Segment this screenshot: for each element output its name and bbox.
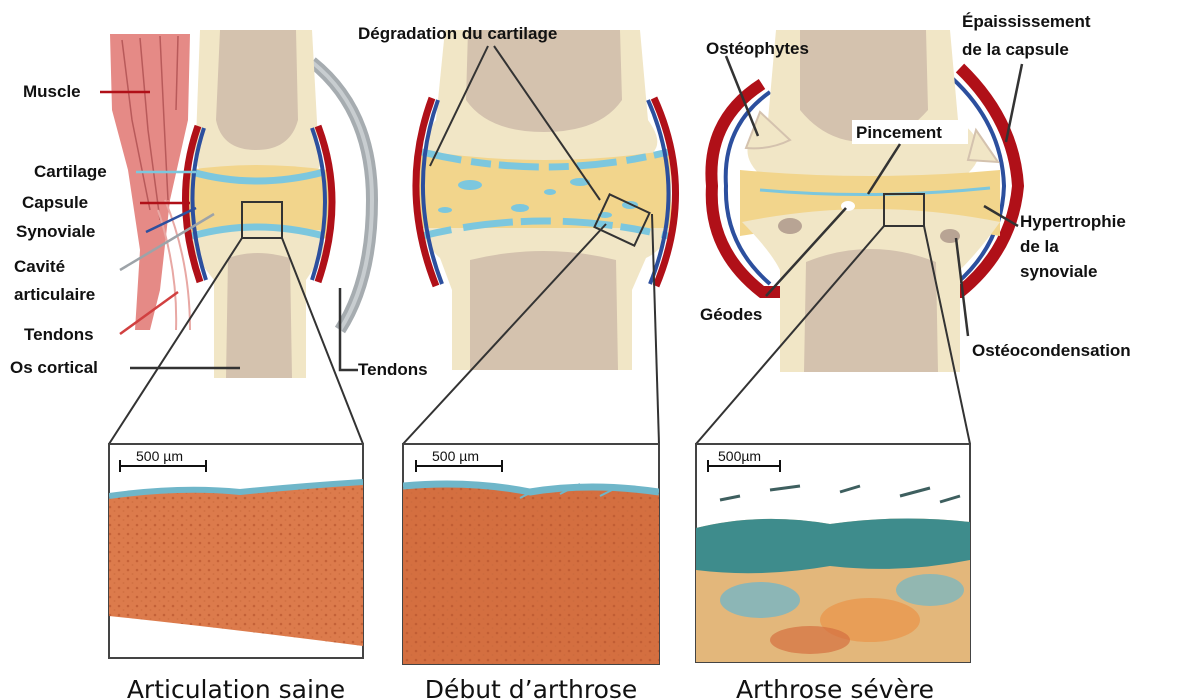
- scale-label-1: 500 µm: [136, 448, 183, 464]
- label-epaississement-2: de la capsule: [962, 40, 1069, 59]
- early-arthrosis-diagram: Dégradation du cartilage: [358, 24, 676, 444]
- caption-severe: Arthrose sévère: [736, 675, 934, 700]
- caption-early: Début d’arthrose: [425, 675, 638, 700]
- label-muscle: Muscle: [23, 82, 81, 101]
- label-osteocondensation: Ostéocondensation: [972, 341, 1131, 360]
- label-tendons-right: Tendons: [358, 360, 428, 379]
- geode-2: [778, 218, 802, 234]
- label-cartilage: Cartilage: [34, 162, 107, 181]
- scale-label-2: 500 µm: [432, 448, 479, 464]
- label-cavite-2: articulaire: [14, 285, 95, 304]
- label-hypertrophie-2: de la: [1020, 237, 1059, 256]
- label-hypertrophie-3: synoviale: [1020, 262, 1098, 281]
- histology-early: 500 µm: [403, 444, 659, 664]
- lower-bone: [193, 230, 325, 378]
- joint-cavity-2: [418, 150, 672, 238]
- muscle-shape: [110, 34, 190, 330]
- label-geodes: Géodes: [700, 305, 762, 324]
- label-epaississement-1: Épaississement: [962, 12, 1091, 31]
- label-synoviale: Synoviale: [16, 222, 95, 241]
- label-os-cortical: Os cortical: [10, 358, 98, 377]
- severe-arthrosis-diagram: Ostéophytes Épaississement de la capsule…: [696, 12, 1131, 444]
- upper-bone: [194, 30, 321, 178]
- histology-healthy: 500 µm: [109, 444, 363, 658]
- label-tendons-left: Tendons: [24, 325, 94, 344]
- label-hypertrophie-1: Hypertrophie: [1020, 212, 1126, 231]
- label-capsule: Capsule: [22, 193, 88, 212]
- label-osteophytes: Ostéophytes: [706, 39, 809, 58]
- caption-healthy: Articulation saine: [127, 675, 345, 700]
- lower-bone-2: [418, 228, 670, 370]
- healthy-joint-diagram: Muscle Cartilage Capsule Synoviale Cavit…: [10, 30, 428, 444]
- label-pincement: Pincement: [856, 123, 942, 142]
- upper-bone-2: [425, 30, 657, 160]
- label-degradation: Dégradation du cartilage: [358, 24, 557, 43]
- label-cavite-1: Cavité: [14, 257, 65, 276]
- scale-label-3: 500µm: [718, 448, 761, 464]
- histology-severe: 500µm: [696, 444, 970, 662]
